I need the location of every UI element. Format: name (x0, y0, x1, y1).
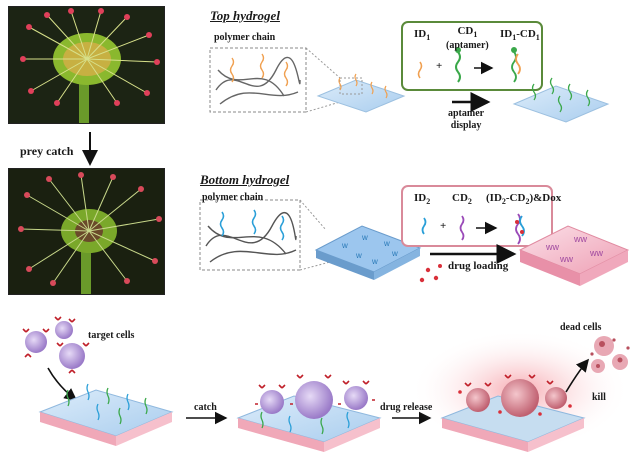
sundew-photo-top (8, 6, 165, 124)
target-cells-label: target cells (88, 330, 135, 341)
top-polymer-chain-label: polymer chain (214, 32, 276, 43)
process-slab-3 (410, 330, 630, 452)
bottom-polymer-chain (205, 211, 297, 263)
bottom-reaction-box (401, 185, 553, 247)
dox-dots (419, 264, 442, 283)
bottom-id2-strand (421, 217, 427, 235)
svg-text:w: w (341, 241, 348, 250)
top-plus: + (436, 60, 443, 72)
top-complex-strand (511, 47, 521, 83)
bottom-complex-strand (515, 213, 525, 245)
dead-cells-label: dead cells (560, 322, 602, 333)
svg-text:ww: ww (545, 242, 559, 252)
bottom-polymer-box (199, 199, 301, 271)
bottom-cd2-strand (459, 215, 465, 241)
svg-text:w: w (361, 233, 368, 242)
svg-text:ww: ww (559, 254, 573, 264)
dead-cells-cluster (590, 336, 630, 373)
target-cells-arrow (47, 367, 78, 401)
top-hydrogel-title: Top hydrogel (210, 8, 280, 23)
sundew-photo-bottom (8, 168, 165, 295)
bottom-plus: + (440, 220, 447, 232)
top-gel-slab-right (512, 77, 610, 123)
prey-catch-label: prey catch (20, 144, 74, 158)
bottom-hydrogel-title: Bottom hydrogel (200, 172, 290, 187)
svg-text:ww: ww (589, 248, 603, 258)
bottom-id2-label: ID2 (414, 192, 431, 207)
drug-release-label: drug release (380, 402, 433, 413)
top-complex-label: ID1-CD1 (500, 28, 540, 43)
top-reaction-box (401, 21, 543, 91)
top-cd1-strand (455, 47, 461, 83)
svg-text:ww: ww (573, 234, 587, 244)
bottom-cd2-label: CD2 (452, 192, 472, 207)
sundew-illustration-bottom (9, 169, 164, 294)
bottom-polymer-strands (219, 209, 285, 241)
process-slab-2 (236, 374, 382, 452)
svg-text:w: w (371, 257, 378, 266)
top-gel-slab-left (316, 73, 406, 113)
catch-label: catch (194, 402, 217, 413)
top-polymer-strands (229, 53, 289, 87)
kill-arrow (565, 358, 590, 393)
svg-text:w: w (355, 251, 362, 260)
target-cells-cluster (22, 316, 90, 374)
sundew-illustration-top (9, 7, 164, 123)
drug-loading-label: drug loading (448, 260, 509, 272)
svg-text:w: w (383, 239, 390, 248)
bottom-polymer-chain-label: polymer chain (202, 192, 264, 203)
top-id1-label: ID1 (414, 28, 431, 43)
top-polymer-box (209, 47, 307, 113)
process-slab-1 (38, 383, 174, 446)
top-cd1-label: CD1 (aptamer) (446, 25, 489, 52)
top-id1-strand (417, 61, 423, 79)
top-polymer-chain (215, 56, 301, 105)
kill-label: kill (592, 392, 606, 403)
svg-text:w: w (391, 249, 398, 258)
bottom-complex-label: (ID2-CD2)&Dox (486, 192, 562, 207)
